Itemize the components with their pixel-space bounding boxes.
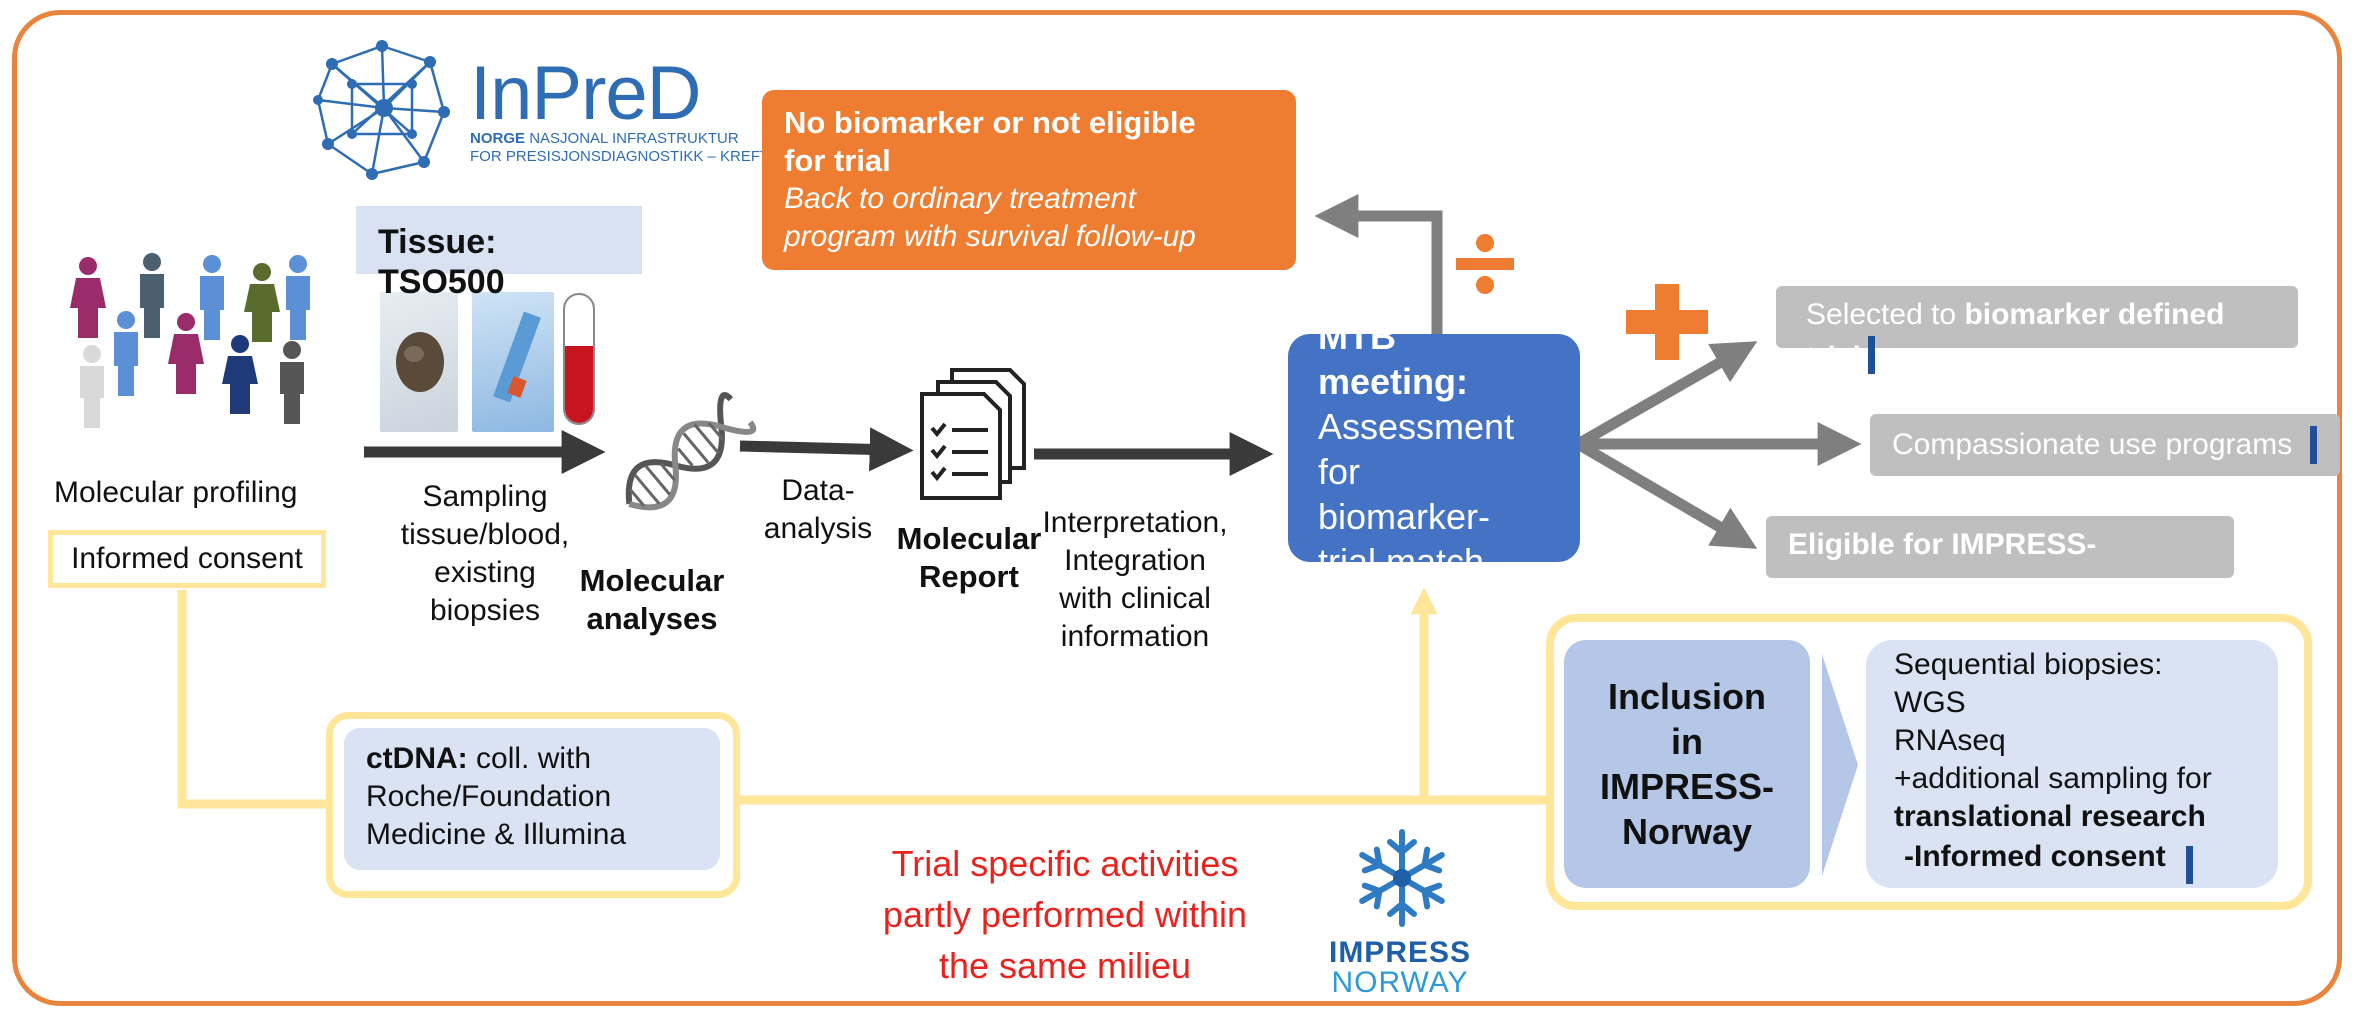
chevron-right-icon (1822, 654, 1858, 876)
seq-line3: RNAseq (1894, 724, 2006, 757)
inclusion-line3: IMPRESS- (1599, 766, 1775, 807)
data-analysis-line2: analysis (763, 512, 873, 545)
pipette-photo-icon (472, 292, 554, 432)
impress-logo-line1: IMPRESS (1328, 936, 1472, 969)
tissue-label-line1: Tissue: (378, 223, 497, 261)
seq-line4: +additional sampling for (1894, 762, 2212, 795)
mtb-body-line4: trial match (1318, 541, 1485, 562)
molecular-report-label: Molecular Report (884, 520, 1054, 596)
molecular-analyses-label: Molecular analyses (566, 562, 738, 638)
logo-country: NORGE (470, 130, 526, 147)
selected-trial-box: Selected to biomarker defined trial (1776, 286, 2298, 348)
sampling-label: Sampling tissue/blood, existing biopsies (380, 478, 590, 630)
logo-subtitle: NORGE NASJONAL INFRASTRUKTUR FOR PRESISJ… (470, 130, 769, 166)
snowflake-icon (1359, 829, 1445, 927)
selected-cont: trial (1806, 338, 2268, 348)
data-analysis-line1: Data- (781, 474, 855, 507)
inclusion-line1: Inclusion (1607, 676, 1766, 717)
text-cursor (2310, 426, 2317, 464)
mtb-title-line2: meeting: (1318, 361, 1469, 402)
outer-frame (12, 10, 2342, 1006)
molecular-analyses-line1: Molecular (579, 563, 725, 598)
ctdna-box: ctDNA: coll. with Roche/Foundation Medic… (344, 728, 720, 870)
mtb-meeting-box: MTB meeting: Assessment for biomarker- t… (1288, 334, 1580, 562)
eligible-line2: Norway (1788, 568, 2212, 578)
arrow-mtb-to-selected (1575, 341, 1758, 449)
molecular-report-line1: Molecular (896, 521, 1042, 556)
report-document-icon (920, 368, 1026, 500)
mtb-body-line3: biomarker- (1318, 496, 1491, 537)
compassionate-use-box: Compassionate use programs (1870, 414, 2340, 476)
molecular-analyses-line2: analyses (586, 601, 718, 636)
selected-prefix: Selected to (1806, 298, 1965, 331)
interpretation-line4: information (1060, 620, 1210, 653)
informed-consent-box: Informed consent (48, 530, 326, 588)
blood-tube-icon (563, 293, 595, 425)
ctdna-line2: Roche/Foundation (366, 780, 612, 813)
molecular-profiling-label: Molecular profiling (54, 476, 298, 509)
inclusion-line4: Norway (1621, 811, 1753, 852)
inclusion-line2: in (1671, 721, 1703, 762)
people-icon (70, 253, 310, 428)
network-logo-icon (313, 40, 450, 180)
divide-icon (1450, 212, 1520, 302)
sampling-line2: tissue/blood, (400, 518, 570, 551)
no-biomarker-body-line2: program with survival follow-up (784, 220, 1196, 253)
eligible-impress-box: Eligible for IMPRESS- Norway (1766, 516, 2234, 578)
compassionate-label: Compassionate use programs (1892, 428, 2293, 461)
trial-specific-line1: Trial specific activities (891, 843, 1239, 884)
logo-name: InPreD (470, 51, 702, 136)
interpretation-line2: Integration (1064, 544, 1206, 577)
consent-line (177, 590, 326, 809)
arrow-analyses-to-report (739, 427, 914, 472)
tissue-label: Tissue: TSO500 (378, 222, 505, 302)
logo-subtitle-line2: FOR PRESISJONSDIAGNOSTIKK – KREFT (470, 148, 770, 165)
molecular-report-line2: Report (919, 559, 1019, 594)
ctdna-bold: ctDNA: (366, 742, 468, 775)
arrow-mtb-to-no-biomarker (1314, 194, 1443, 334)
no-biomarker-box: No biomarker or not eligible for trial B… (762, 90, 1296, 270)
mtb-title-line1: MTB (1318, 334, 1396, 357)
mtb-body-line2: for (1318, 451, 1361, 492)
tissue-photo-icon (380, 292, 458, 432)
interpretation-line3: with clinical (1059, 582, 1211, 615)
interpretation-line1: Interpretation, (1042, 506, 1228, 539)
trial-specific-note: Trial specific activities partly perform… (830, 838, 1300, 991)
sampling-line3: existing (434, 556, 536, 589)
arrow-mtb-to-eligible (1575, 439, 1758, 549)
seq-line6: -Informed consent (1904, 840, 2166, 873)
sequential-biopsies-box: Sequential biopsies: WGS RNAseq +additio… (1866, 640, 2278, 888)
impress-norway-logo: IMPRESS NORWAY (1320, 938, 1480, 998)
tissue-label-line2: TSO500 (378, 263, 505, 301)
selected-bold: biomarker defined (1964, 298, 2225, 331)
sampling-line1: Sampling (422, 480, 548, 513)
seq-line5: translational research (1894, 800, 2206, 833)
seq-line2: WGS (1894, 686, 1966, 719)
inclusion-box: Inclusion in IMPRESS- Norway (1564, 640, 1810, 888)
sampling-line4: biopsies (429, 594, 541, 627)
seq-line1: Sequential biopsies: (1894, 648, 2163, 681)
interpretation-label: Interpretation, Integration with clinica… (1028, 504, 1242, 656)
text-cursor (2186, 846, 2193, 884)
trial-specific-line2: partly performed within (882, 894, 1248, 935)
ctdna-rest: coll. with (467, 742, 592, 775)
dna-helix-icon (625, 392, 757, 511)
trial-specific-line3: the same milieu (938, 945, 1192, 986)
tissue-box (356, 206, 642, 274)
no-biomarker-body-line1: Back to ordinary treatment (784, 182, 1136, 215)
logo-subtitle-line1: NASJONAL INFRASTRUKTUR (529, 130, 739, 147)
data-analysis-label: Data- analysis (748, 472, 888, 548)
impress-logo-line2: NORWAY (1331, 966, 1469, 999)
ctdna-line3: Medicine & Illumina (366, 818, 627, 851)
mtb-body-line1: Assessment (1318, 406, 1515, 447)
no-biomarker-title-line1: No biomarker or not eligible (784, 105, 1196, 140)
no-biomarker-title-line2: for trial (784, 143, 891, 178)
text-cursor (1868, 336, 1875, 374)
plus-icon (1624, 282, 1710, 362)
eligible-line1: Eligible for IMPRESS- (1788, 528, 2097, 561)
